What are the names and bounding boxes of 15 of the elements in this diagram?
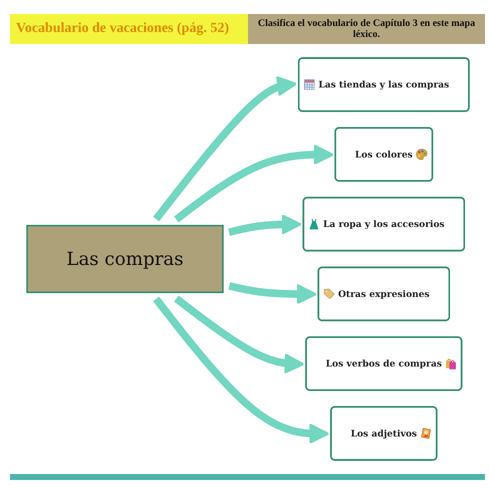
block-arrow (226, 282, 316, 305)
block-arrow (152, 296, 329, 444)
instruction-banner: Clasifica el vocabulario de Capítulo 3 en este mapa léxico. (248, 14, 485, 44)
topic-heading: La ropa y los accesorios (322, 218, 444, 231)
central-topic-text: Las compras (66, 247, 184, 272)
block-arrow (226, 214, 302, 236)
topic-heading: Los verbos de compras (325, 357, 442, 370)
block-arrow (174, 144, 334, 222)
topic-heading: Los adjetivos (350, 427, 416, 440)
block-arrow (174, 296, 304, 374)
topic-heading: Otras expresiones (338, 288, 430, 301)
topic-heading: Las tiendas y las compras (318, 78, 449, 92)
block-arrow (152, 76, 297, 222)
topic-heading: Los colores (354, 148, 412, 162)
title-banner: Vocabulario de vacaciones (pág. 52) (10, 14, 248, 44)
